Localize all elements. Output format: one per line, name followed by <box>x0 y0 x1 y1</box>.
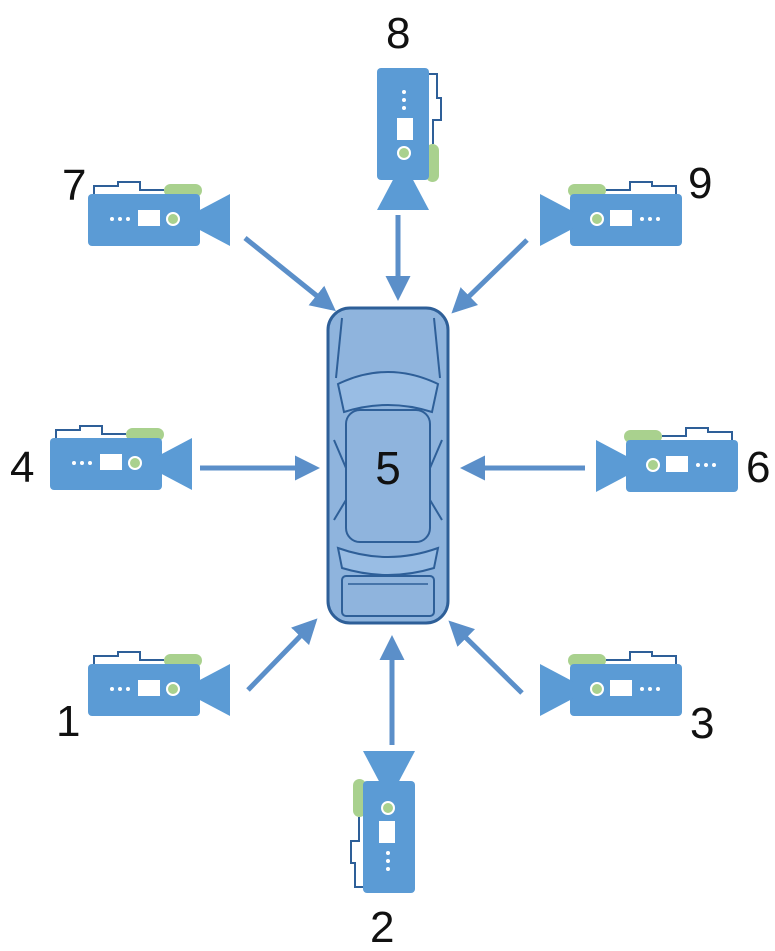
video-camera-icon <box>539 181 683 247</box>
camera-2-label: 2 <box>370 903 394 951</box>
camera-7-label: 7 <box>62 161 86 210</box>
video-camera-icon <box>87 651 231 717</box>
arrow-from-9 <box>451 238 529 314</box>
arrow-from-1 <box>246 618 318 692</box>
camera-6-label: 6 <box>746 443 770 492</box>
video-camera-icon <box>376 67 442 211</box>
video-camera-icon <box>350 750 416 894</box>
car-label: 5 <box>375 442 401 494</box>
camera-8-label: 8 <box>386 9 410 58</box>
camera-3: 3 <box>539 651 714 748</box>
camera-2: 2 <box>350 750 416 951</box>
video-camera-icon <box>539 651 683 717</box>
camera-6: 6 <box>595 427 770 493</box>
camera-7: 7 <box>62 161 231 247</box>
video-camera-icon <box>595 427 739 493</box>
camera-9: 9 <box>539 159 712 247</box>
arrows <box>200 215 585 745</box>
camera-9-label: 9 <box>688 159 712 208</box>
video-camera-icon <box>87 181 231 247</box>
camera-1-label: 1 <box>56 697 80 746</box>
arrow-from-3 <box>448 620 524 695</box>
video-camera-icon <box>49 425 193 491</box>
arrow-from-7 <box>243 236 336 312</box>
camera-4-label: 4 <box>10 443 34 492</box>
car: 5 <box>326 306 450 625</box>
camera-1: 1 <box>56 651 231 746</box>
camera-4: 4 <box>10 425 193 492</box>
camera-8: 8 <box>376 9 442 211</box>
camera-3-label: 3 <box>690 699 714 748</box>
